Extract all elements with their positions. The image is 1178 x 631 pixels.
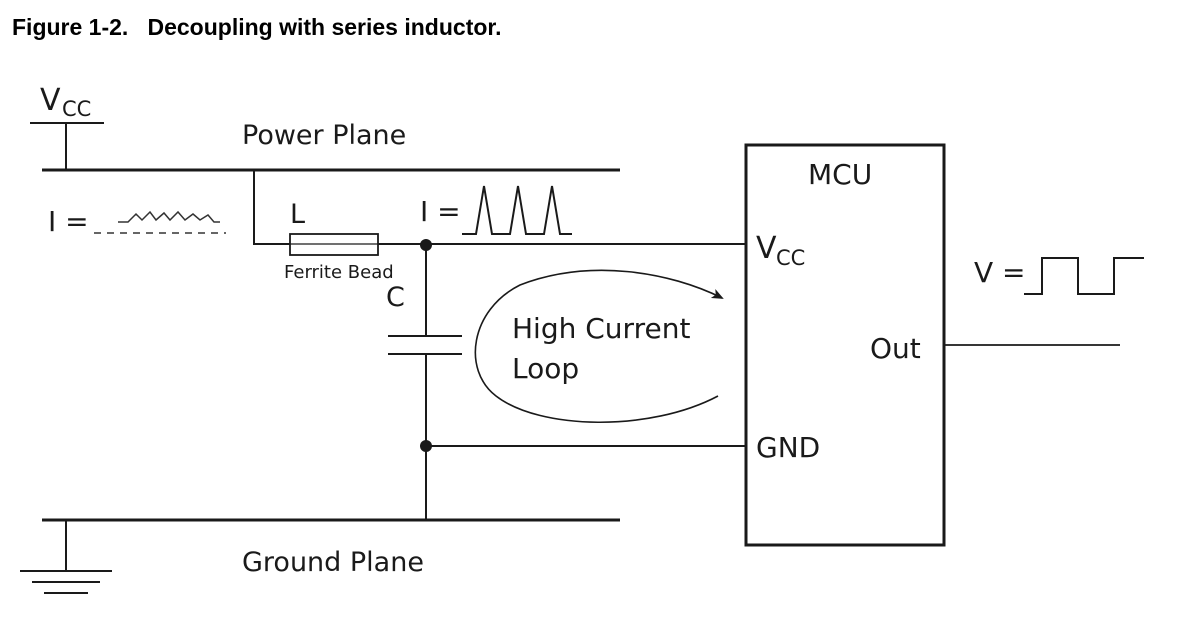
ground-symbol [20,520,112,594]
power-plane-label: Power Plane [242,120,406,151]
capacitor-symbol [388,335,462,355]
mcu-vcc-pin-subscript: CC [776,246,805,270]
mcu-label: MCU [808,158,872,191]
vcc-supply-symbol: V CC [30,83,104,170]
current-left-label: I = [48,205,89,238]
mcu-vcc-pin-label: V [756,231,777,266]
inductor-branch-wire [253,170,290,245]
junction-dot-bottom [420,440,432,452]
current-waveform-left: I = [48,205,226,238]
inductor-label: L [290,199,305,230]
voltage-label: V = [974,256,1026,289]
capacitor-label: C [386,282,405,313]
mcu-gnd-pin-label: GND [756,431,820,464]
figure-caption: Figure 1-2. Decoupling with series induc… [12,14,502,40]
ground-plane-label: Ground Plane [242,547,424,578]
voltage-waveform: V = [974,256,1144,295]
current-waveform-right: I = [420,185,572,235]
current-right-label: I = [420,195,461,228]
loop-label-line2: Loop [512,352,579,385]
high-current-loop-arrow [474,269,724,424]
loop-label-line1: High Current [512,312,690,345]
mcu-out-pin-label: Out [870,332,921,365]
vcc-supply-label: V [40,83,61,118]
ferrite-bead-label: Ferrite Bead [284,262,394,283]
vcc-supply-subscript: CC [62,97,91,121]
